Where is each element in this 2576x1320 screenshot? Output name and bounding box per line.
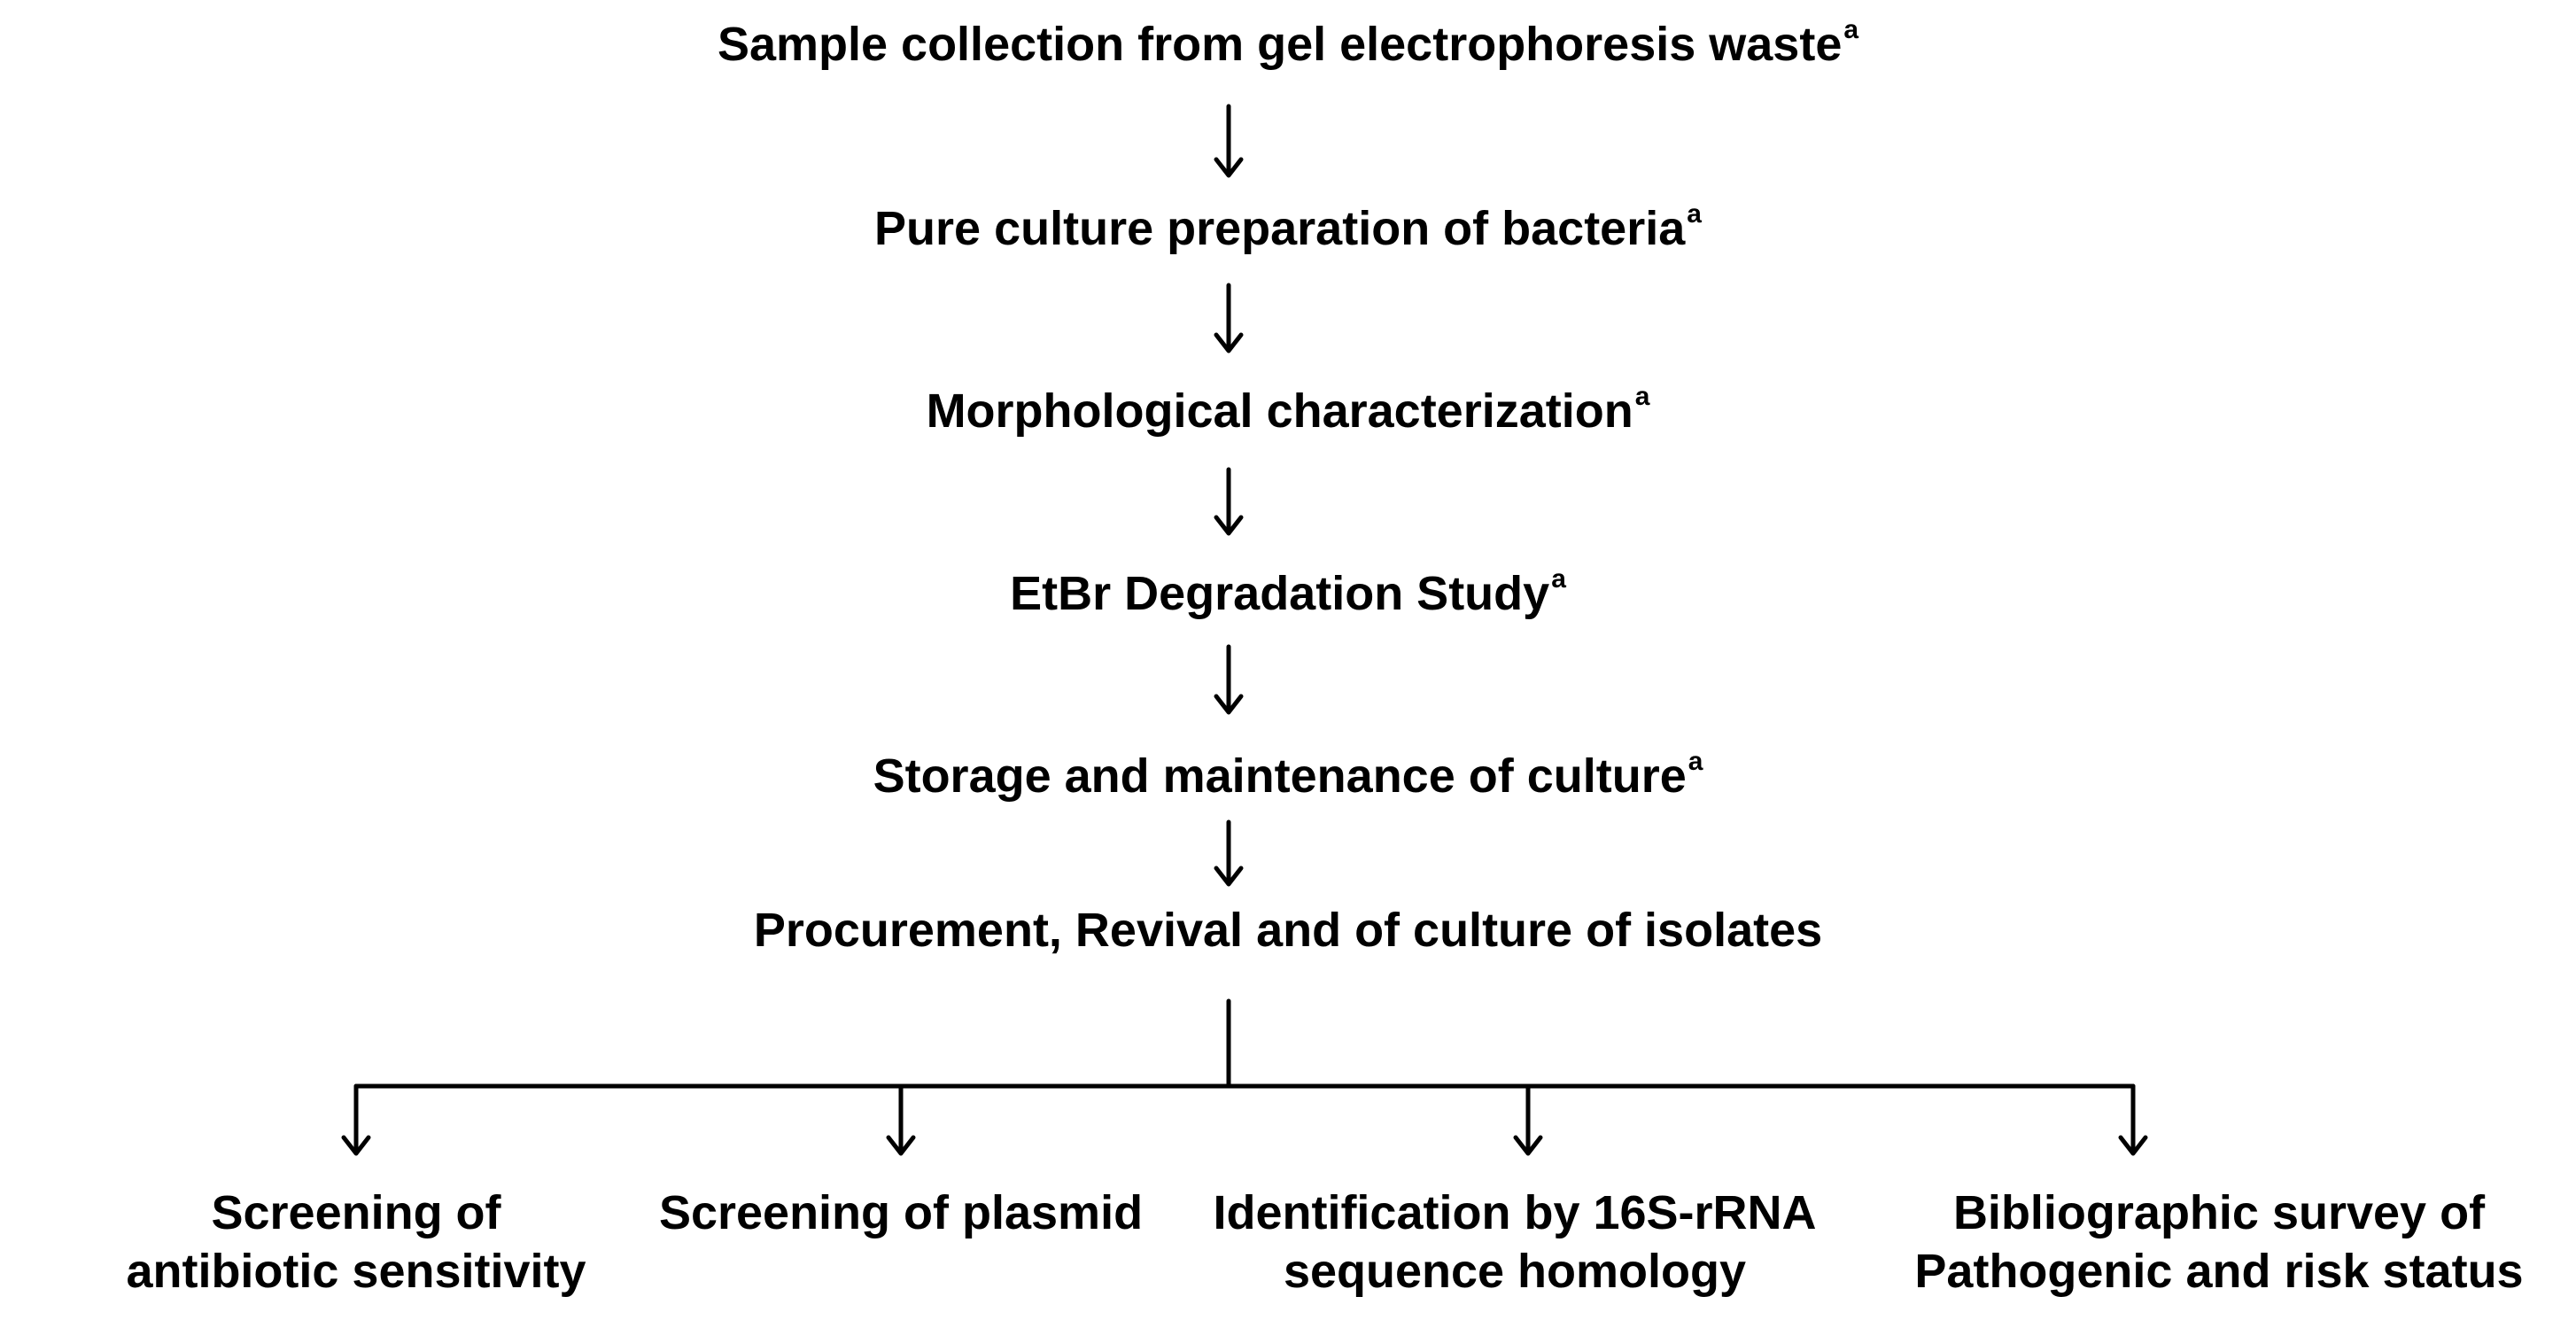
branch-plasmid-screening: Screening of plasmid: [585, 1184, 1217, 1242]
arrow-branch-2: [886, 1083, 916, 1156]
arrow-step-4-5: [1214, 644, 1244, 715]
step-label: EtBr Degradation Study: [1010, 567, 1550, 620]
step-footnote-mark: a: [1551, 564, 1566, 594]
step-label: Storage and maintenance of culture: [873, 749, 1687, 803]
step-storage-maintenance: Storage and maintenance of culturea: [0, 748, 2576, 804]
step-label: Morphological characterization: [926, 384, 1633, 438]
branch-bibliographic-survey: Bibliographic survey of Pathogenic and r…: [1869, 1184, 2569, 1301]
step-sample-collection: Sample collection from gel electrophores…: [0, 16, 2576, 73]
step-footnote-mark: a: [1843, 15, 1859, 44]
branch-line-2: Pathogenic and risk status: [1914, 1245, 2524, 1298]
branch-line-1: Identification by 16S-rRNA: [1213, 1186, 1817, 1239]
arrow-step-5-6: [1214, 819, 1244, 887]
step-label: Sample collection from gel electrophores…: [717, 18, 1843, 71]
step-etbr-degradation: EtBr Degradation Studya: [0, 565, 2576, 622]
arrow-branch-1: [341, 1083, 371, 1156]
branch-antibiotic-sensitivity: Screening of antibiotic sensitivity: [44, 1184, 668, 1301]
step-footnote-mark: a: [1634, 382, 1650, 411]
step-label: Procurement, Revival and of culture of i…: [753, 904, 1823, 957]
step-pure-culture: Pure culture preparation of bacteriaa: [0, 200, 2576, 257]
arrow-step-3-4: [1214, 467, 1244, 536]
step-procurement-revival: Procurement, Revival and of culture of i…: [0, 902, 2576, 959]
step-label: Pure culture preparation of bacteria: [874, 202, 1686, 255]
arrow-branch-4: [2118, 1083, 2148, 1156]
arrow-step-2-3: [1214, 283, 1244, 353]
branch-line-1: Screening of: [211, 1186, 501, 1239]
branch-16s-rrna-identification: Identification by 16S-rRNA sequence homo…: [1152, 1184, 1878, 1301]
step-morphological-characterization: Morphological characterizationa: [0, 383, 2576, 439]
branch-line-1: Screening of plasmid: [658, 1186, 1144, 1239]
branch-line-2: antibiotic sensitivity: [126, 1245, 586, 1298]
arrow-branch-3: [1513, 1083, 1543, 1156]
step-footnote-mark: a: [1687, 199, 1702, 229]
arrow-step-1-2: [1214, 104, 1244, 178]
branch-line-2: sequence homology: [1283, 1245, 1747, 1298]
branch-line-1: Bibliographic survey of: [1952, 1186, 2486, 1239]
step-footnote-mark: a: [1688, 747, 1703, 776]
